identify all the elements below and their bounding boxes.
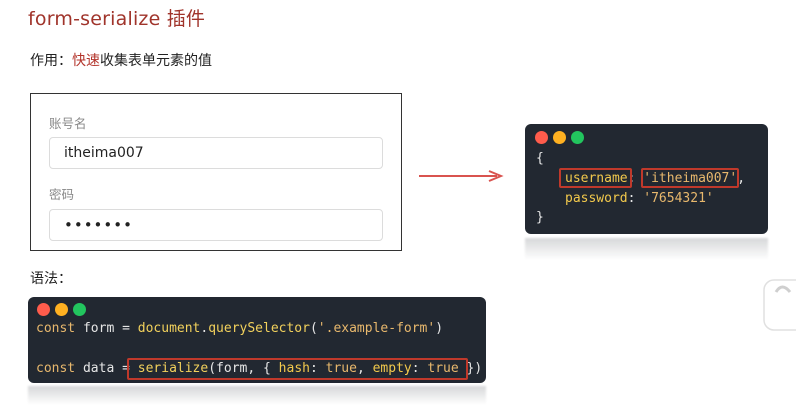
equals: = (122, 321, 130, 336)
password-label: 密码 (49, 187, 75, 202)
serialize-fn: serialize (137, 361, 209, 376)
colon: : (309, 361, 326, 376)
example-form: 账号名 itheima007 密码 ••••••• (30, 93, 402, 251)
purpose-prefix: 作用： (30, 53, 72, 69)
paren: ( (309, 321, 318, 336)
open-brace: { (536, 151, 544, 166)
close-dot-icon (535, 131, 548, 144)
colon: : (627, 191, 636, 206)
maximize-dot-icon (571, 131, 584, 144)
empty-key: empty (372, 361, 412, 376)
minimize-dot-icon (553, 131, 566, 144)
serialize-call-highlight (127, 358, 468, 380)
code-reflection (28, 386, 486, 405)
close-args: }) (458, 361, 483, 376)
result-line-password: password: '7654321' (565, 191, 714, 206)
minimize-dot-icon (55, 303, 68, 316)
purpose-line: 作用：快速收集表单元素的值 (30, 50, 212, 70)
syntax-label: 语法： (30, 271, 72, 287)
true-value: true (325, 361, 357, 376)
close-dot-icon (37, 303, 50, 316)
side-app-icon[interactable] (762, 270, 796, 340)
right-arrow-icon (419, 170, 504, 182)
const-keyword: const (36, 321, 76, 336)
dot: . (200, 321, 209, 336)
const-keyword: const (36, 361, 76, 376)
close-brace: } (536, 210, 544, 225)
comma: , (737, 171, 746, 186)
selector-string: '.example-form' (317, 321, 436, 336)
code-reflection (525, 238, 768, 260)
username-value-highlight (641, 168, 739, 188)
result-code-window: { username: 'itheima007', password: '765… (525, 124, 768, 234)
equals: = (122, 361, 138, 376)
syntax-line-2: const data = serialize(form, { hash: tru… (36, 361, 482, 376)
username-key: username (565, 171, 628, 186)
true-value: true (427, 361, 459, 376)
password-value: '7654321' (643, 191, 714, 206)
purpose-highlight: 快速 (72, 53, 100, 69)
hash-key: hash (278, 361, 310, 376)
password-input[interactable]: ••••••• (49, 209, 383, 241)
password-key: password (565, 191, 628, 206)
username-input[interactable]: itheima007 (49, 137, 383, 169)
username-value: 'itheima007' (643, 171, 738, 186)
paren: ) (435, 321, 444, 336)
window-controls (535, 131, 584, 144)
purpose-rest: 收集表单元素的值 (100, 53, 212, 69)
result-line-username: username: 'itheima007', (565, 171, 745, 186)
var-data: data (75, 361, 123, 376)
document-object: document (129, 321, 201, 336)
slide-title: form-serialize 插件 (28, 8, 206, 30)
comma: , (356, 361, 373, 376)
colon: : (411, 361, 428, 376)
syntax-line-1: const form = document.querySelector('.ex… (36, 321, 443, 336)
args: (form, { (208, 361, 279, 376)
username-label: 账号名 (49, 116, 87, 131)
username-key-highlight (559, 168, 632, 188)
window-controls (37, 303, 86, 316)
syntax-code-window: const form = document.querySelector('.ex… (28, 297, 486, 383)
queryselector-fn: querySelector (208, 321, 310, 336)
maximize-dot-icon (73, 303, 86, 316)
var-form: form (75, 321, 123, 336)
